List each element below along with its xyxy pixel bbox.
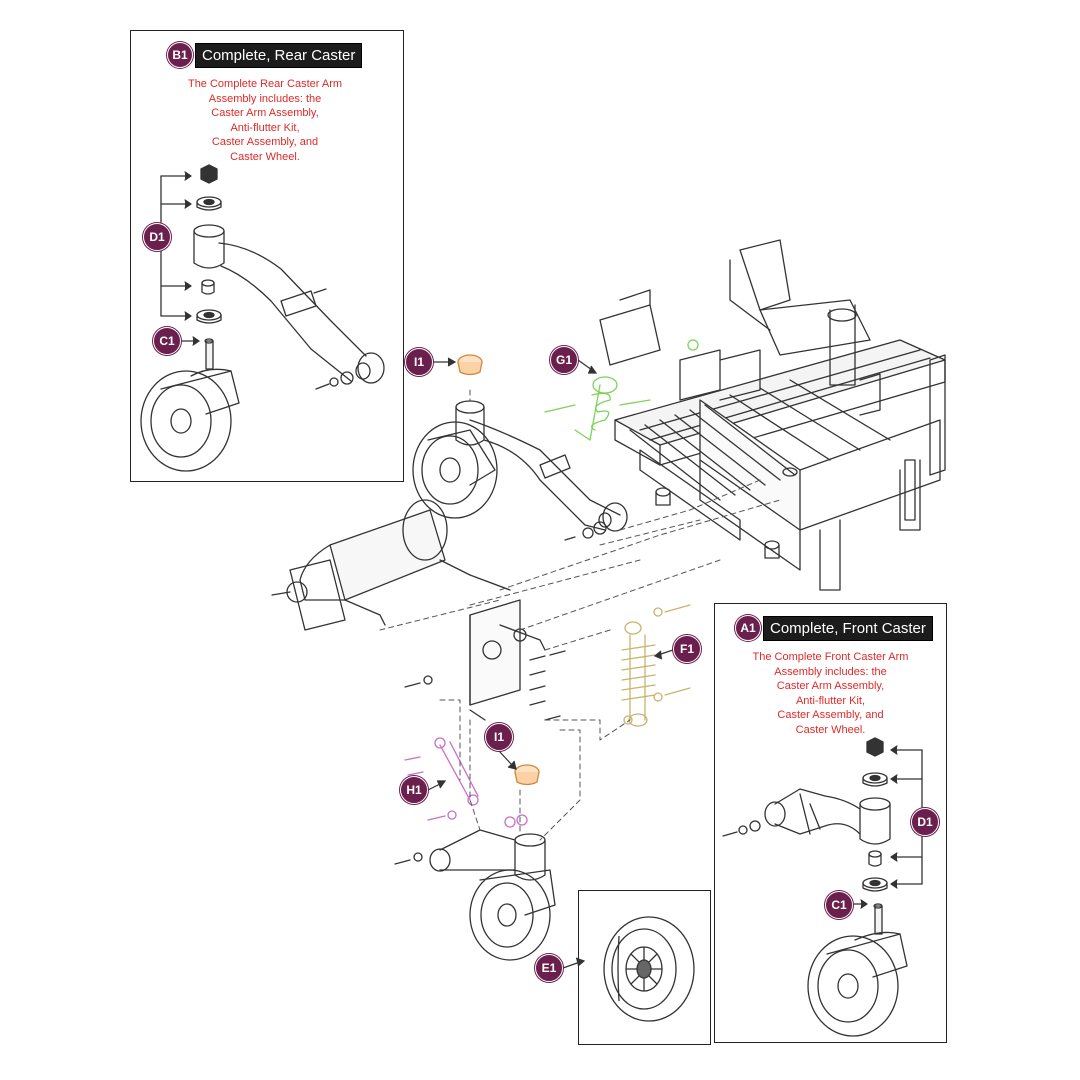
front-caster-inset: A1 Complete, Front Caster The Complete F… bbox=[714, 603, 947, 1043]
rear-caster-inset: B1 Complete, Rear Caster The Complete Re… bbox=[130, 30, 404, 482]
i1-caps bbox=[457, 354, 540, 786]
wheel-inset bbox=[578, 890, 711, 1045]
g1-suspension-spring bbox=[544, 339, 699, 441]
f1-suspension-spring bbox=[621, 604, 691, 727]
note-line: Caster Assembly, and bbox=[211, 136, 319, 148]
front-caster-note: The Complete Front Caster Arm Assembly i… bbox=[715, 650, 946, 737]
front-caster-title-bar: A1 Complete, Front Caster bbox=[735, 613, 933, 643]
note-line: Caster Arm Assembly, bbox=[776, 680, 885, 692]
note-line: Anti-flutter Kit, bbox=[230, 121, 300, 134]
rear-caster-badge: B1 bbox=[167, 42, 193, 68]
h1-anti-flutter-link bbox=[404, 737, 528, 828]
note-line: The Complete Rear Caster Arm bbox=[187, 78, 343, 90]
assembly-guide-lines bbox=[379, 389, 781, 841]
note-line: Caster Wheel. bbox=[795, 723, 866, 736]
front-caster-arm-assembly bbox=[394, 829, 556, 961]
front-caster-badge: A1 bbox=[735, 615, 761, 641]
callout-d1-front: D1 bbox=[911, 808, 939, 836]
rear-caster-drawing bbox=[140, 164, 385, 472]
rear-caster-arm-assembly bbox=[412, 400, 628, 541]
rear-caster-title-bar: B1 Complete, Rear Caster bbox=[167, 40, 363, 70]
motor-mount-bracket bbox=[404, 599, 566, 721]
motor-gearbox bbox=[271, 499, 511, 631]
note-line: Assembly includes: the bbox=[208, 92, 322, 105]
callout-f1: F1 bbox=[673, 635, 701, 663]
callout-c1-front: C1 bbox=[825, 891, 853, 919]
callout-c1-rear: C1 bbox=[153, 327, 181, 355]
note-line: Assembly includes: the bbox=[774, 665, 887, 678]
note-line: The Complete Front Caster Arm bbox=[752, 651, 909, 663]
wheel-drawing bbox=[603, 916, 695, 1022]
callout-h1: H1 bbox=[400, 776, 428, 804]
callout-g1: G1 bbox=[550, 346, 578, 374]
base-frame bbox=[599, 239, 946, 591]
callout-d1-rear: D1 bbox=[143, 223, 171, 251]
note-line: Caster Wheel. bbox=[230, 150, 300, 163]
note-line: Anti-flutter Kit, bbox=[795, 694, 866, 707]
rear-caster-title: Complete, Rear Caster bbox=[195, 42, 363, 68]
front-caster-title: Complete, Front Caster bbox=[763, 615, 933, 641]
callout-e1: E1 bbox=[535, 954, 563, 982]
rear-caster-note: The Complete Rear Caster Arm Assembly in… bbox=[131, 77, 399, 164]
note-line: Caster Arm Assembly, bbox=[211, 107, 319, 119]
front-caster-drawing bbox=[722, 737, 923, 1037]
callout-i1-top: I1 bbox=[405, 348, 433, 376]
note-line: Caster Assembly, and bbox=[777, 709, 884, 721]
callout-i1-bottom: I1 bbox=[485, 723, 513, 751]
